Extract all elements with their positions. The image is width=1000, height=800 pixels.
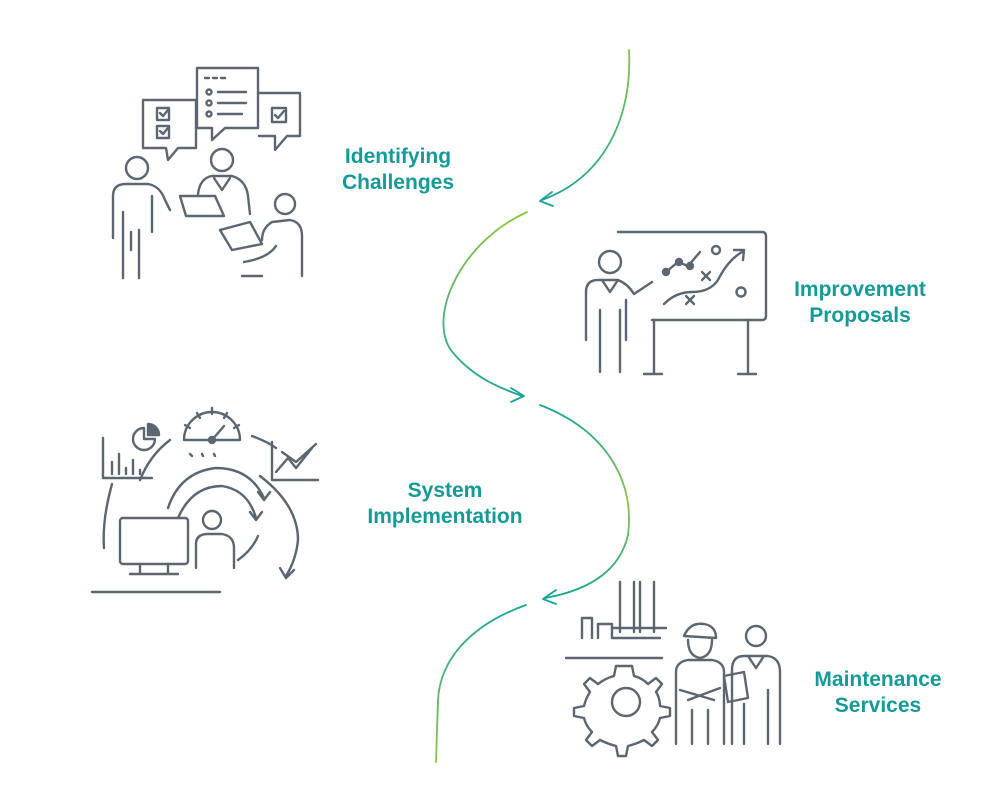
step-label-maintenance-services: Maintenance Services — [792, 667, 964, 719]
step-label-line: Implementation — [367, 505, 523, 528]
arrowhead-2 — [510, 387, 525, 403]
step-label-line: Identifying — [344, 145, 452, 168]
flow-curve — [435, 49, 631, 763]
team-discussion-icon — [111, 66, 304, 280]
flow-arrowheads — [510, 191, 557, 605]
factory-workers-icon — [564, 580, 782, 758]
system-dashboard-icon — [90, 406, 320, 594]
step-label-identifying-challenges: Identifying Challenges — [318, 144, 478, 196]
arrowhead-3 — [542, 589, 557, 605]
curve-segment-1 — [541, 49, 631, 201]
curve-segment-4 — [435, 604, 527, 763]
step-label-system-implementation: System Implementation — [340, 478, 550, 530]
strategy-whiteboard-icon — [584, 230, 768, 376]
step-label-line: System — [407, 479, 483, 502]
step-label-line: Services — [834, 694, 922, 717]
step-label-improvement-proposals: Improvement Proposals — [766, 277, 954, 329]
step-label-line: Proposals — [809, 304, 911, 327]
step-label-line: Challenges — [341, 171, 455, 194]
arrowhead-1 — [539, 191, 554, 207]
curve-segment-3 — [539, 404, 630, 599]
curve-segment-2 — [442, 211, 528, 397]
step-label-line: Improvement — [794, 278, 926, 301]
step-label-line: Maintenance — [814, 668, 942, 691]
